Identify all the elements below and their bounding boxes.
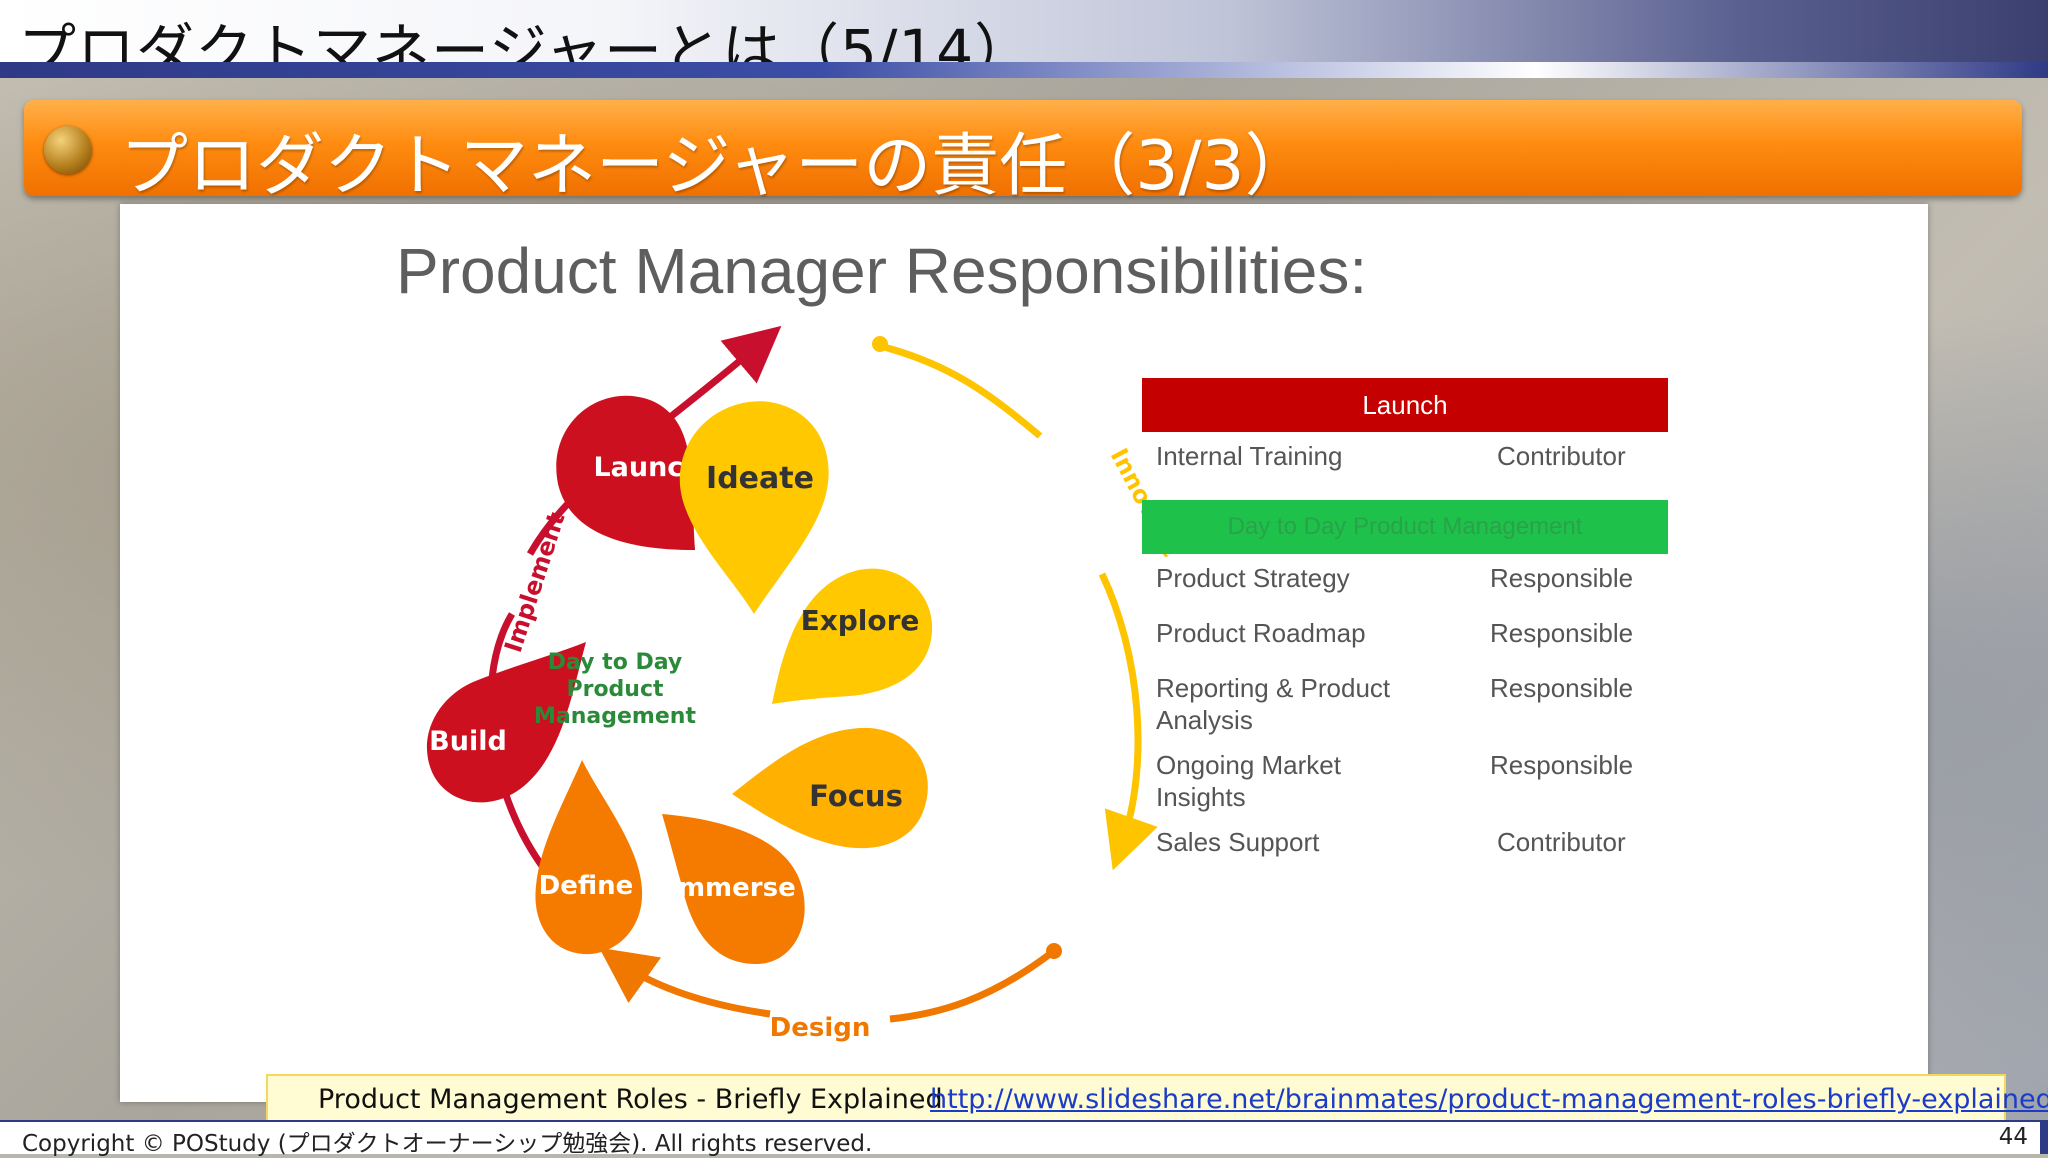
table-row: Sales Support Contributor	[1142, 826, 1668, 858]
role-cell: Contributor	[1497, 441, 1626, 471]
petal-focus: Focus	[732, 727, 928, 849]
arc-label-design: Design	[770, 1013, 871, 1043]
table-row: Reporting & Product Analysis Responsible	[1142, 672, 1668, 736]
innovate-arc-lower	[1098, 572, 1158, 871]
responsibility-cycle: Implement Innovate Design Launch Ideate …	[426, 325, 1170, 1043]
footer-accent	[2040, 1122, 2048, 1154]
svg-text:Build: Build	[429, 726, 507, 757]
task-cell: Internal Training	[1156, 441, 1343, 471]
innovate-arc	[879, 342, 1043, 439]
source-caption: Product Management Roles - Briefly Expla…	[266, 1074, 2048, 1124]
bullet-icon	[44, 126, 92, 174]
table-header-day-to-day: Day to Day Product Management	[1142, 500, 1668, 554]
table-row: Product Strategy Responsible	[1142, 562, 1668, 594]
role-cell: Responsible	[1490, 618, 1634, 648]
role-cell: Responsible	[1490, 563, 1634, 593]
svg-text:Immerse: Immerse	[668, 873, 795, 903]
slide-title: Product Manager Responsibilities:	[396, 235, 1368, 307]
title-bar: プロダクトマネージャーとは（5/14）	[0, 0, 2048, 85]
task-cell: Reporting & Product Analysis	[1156, 673, 1391, 735]
copyright: Copyright © POStudy (プロダクトオーナーシップ勉強会). A…	[22, 1131, 873, 1157]
svg-text:Ideate: Ideate	[706, 461, 814, 496]
svg-text:Explore: Explore	[801, 604, 920, 637]
petal-immerse: Immerse	[662, 814, 805, 964]
table-row: Ongoing Market Insights Responsible	[1142, 749, 1668, 813]
section-title: プロダクトマネージャーの責任（3/3）	[120, 127, 1313, 206]
responsibility-table: Launch Internal Training Contributor Day…	[1142, 378, 1668, 858]
center-line-2: Product	[566, 677, 664, 702]
footer: Copyright © POStudy (プロダクトオーナーシップ勉強会). A…	[0, 1120, 2048, 1157]
innovate-dot	[872, 336, 888, 352]
arc-label-implement: Implement	[499, 509, 571, 656]
design-arc	[889, 951, 1053, 1023]
design-arc-left	[599, 947, 771, 1018]
table-header-launch: Launch	[1142, 378, 1668, 432]
source-link[interactable]: http://www.slideshare.net/brainmates/pro…	[930, 1084, 2048, 1115]
task-cell: Sales Support	[1156, 827, 1320, 857]
source-title: Product Management Roles - Briefly Expla…	[318, 1084, 943, 1115]
task-cell: Product Roadmap	[1156, 618, 1366, 648]
svg-text:Define: Define	[539, 871, 634, 901]
role-cell: Responsible	[1490, 673, 1634, 703]
petal-define: Define	[535, 760, 643, 955]
role-cell: Responsible	[1490, 750, 1634, 780]
title-stripe	[0, 62, 2048, 78]
page-number: 44	[1998, 1124, 2028, 1150]
petal-build: Build	[426, 642, 586, 803]
petal-ideate: Ideate	[679, 401, 829, 614]
svg-text:Focus: Focus	[809, 779, 903, 813]
table-row: Internal Training Contributor	[1142, 440, 1668, 472]
design-dot	[1046, 943, 1062, 959]
task-cell: Ongoing Market Insights	[1156, 750, 1341, 812]
center-line-3: Management	[534, 704, 696, 729]
slide-image: Product Manager Responsibilities: Implem…	[120, 204, 1928, 1102]
section-banner: プロダクトマネージャーの責任（3/3）	[24, 100, 2022, 206]
center-line-1: Day to Day	[548, 650, 683, 675]
role-cell: Contributor	[1497, 827, 1626, 857]
petal-explore: Explore	[772, 568, 933, 704]
task-cell: Product Strategy	[1156, 563, 1350, 593]
table-row: Product Roadmap Responsible	[1142, 617, 1668, 649]
